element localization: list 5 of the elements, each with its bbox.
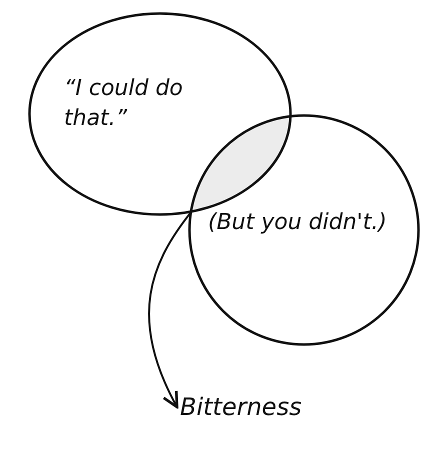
circle-label: (But you didn't.) — [208, 209, 388, 237]
circle-label: “I could do that.” — [64, 75, 184, 133]
result-label: Bitterness — [180, 390, 302, 424]
overlap-region — [191, 116, 290, 212]
curved-arrow — [148, 210, 192, 408]
